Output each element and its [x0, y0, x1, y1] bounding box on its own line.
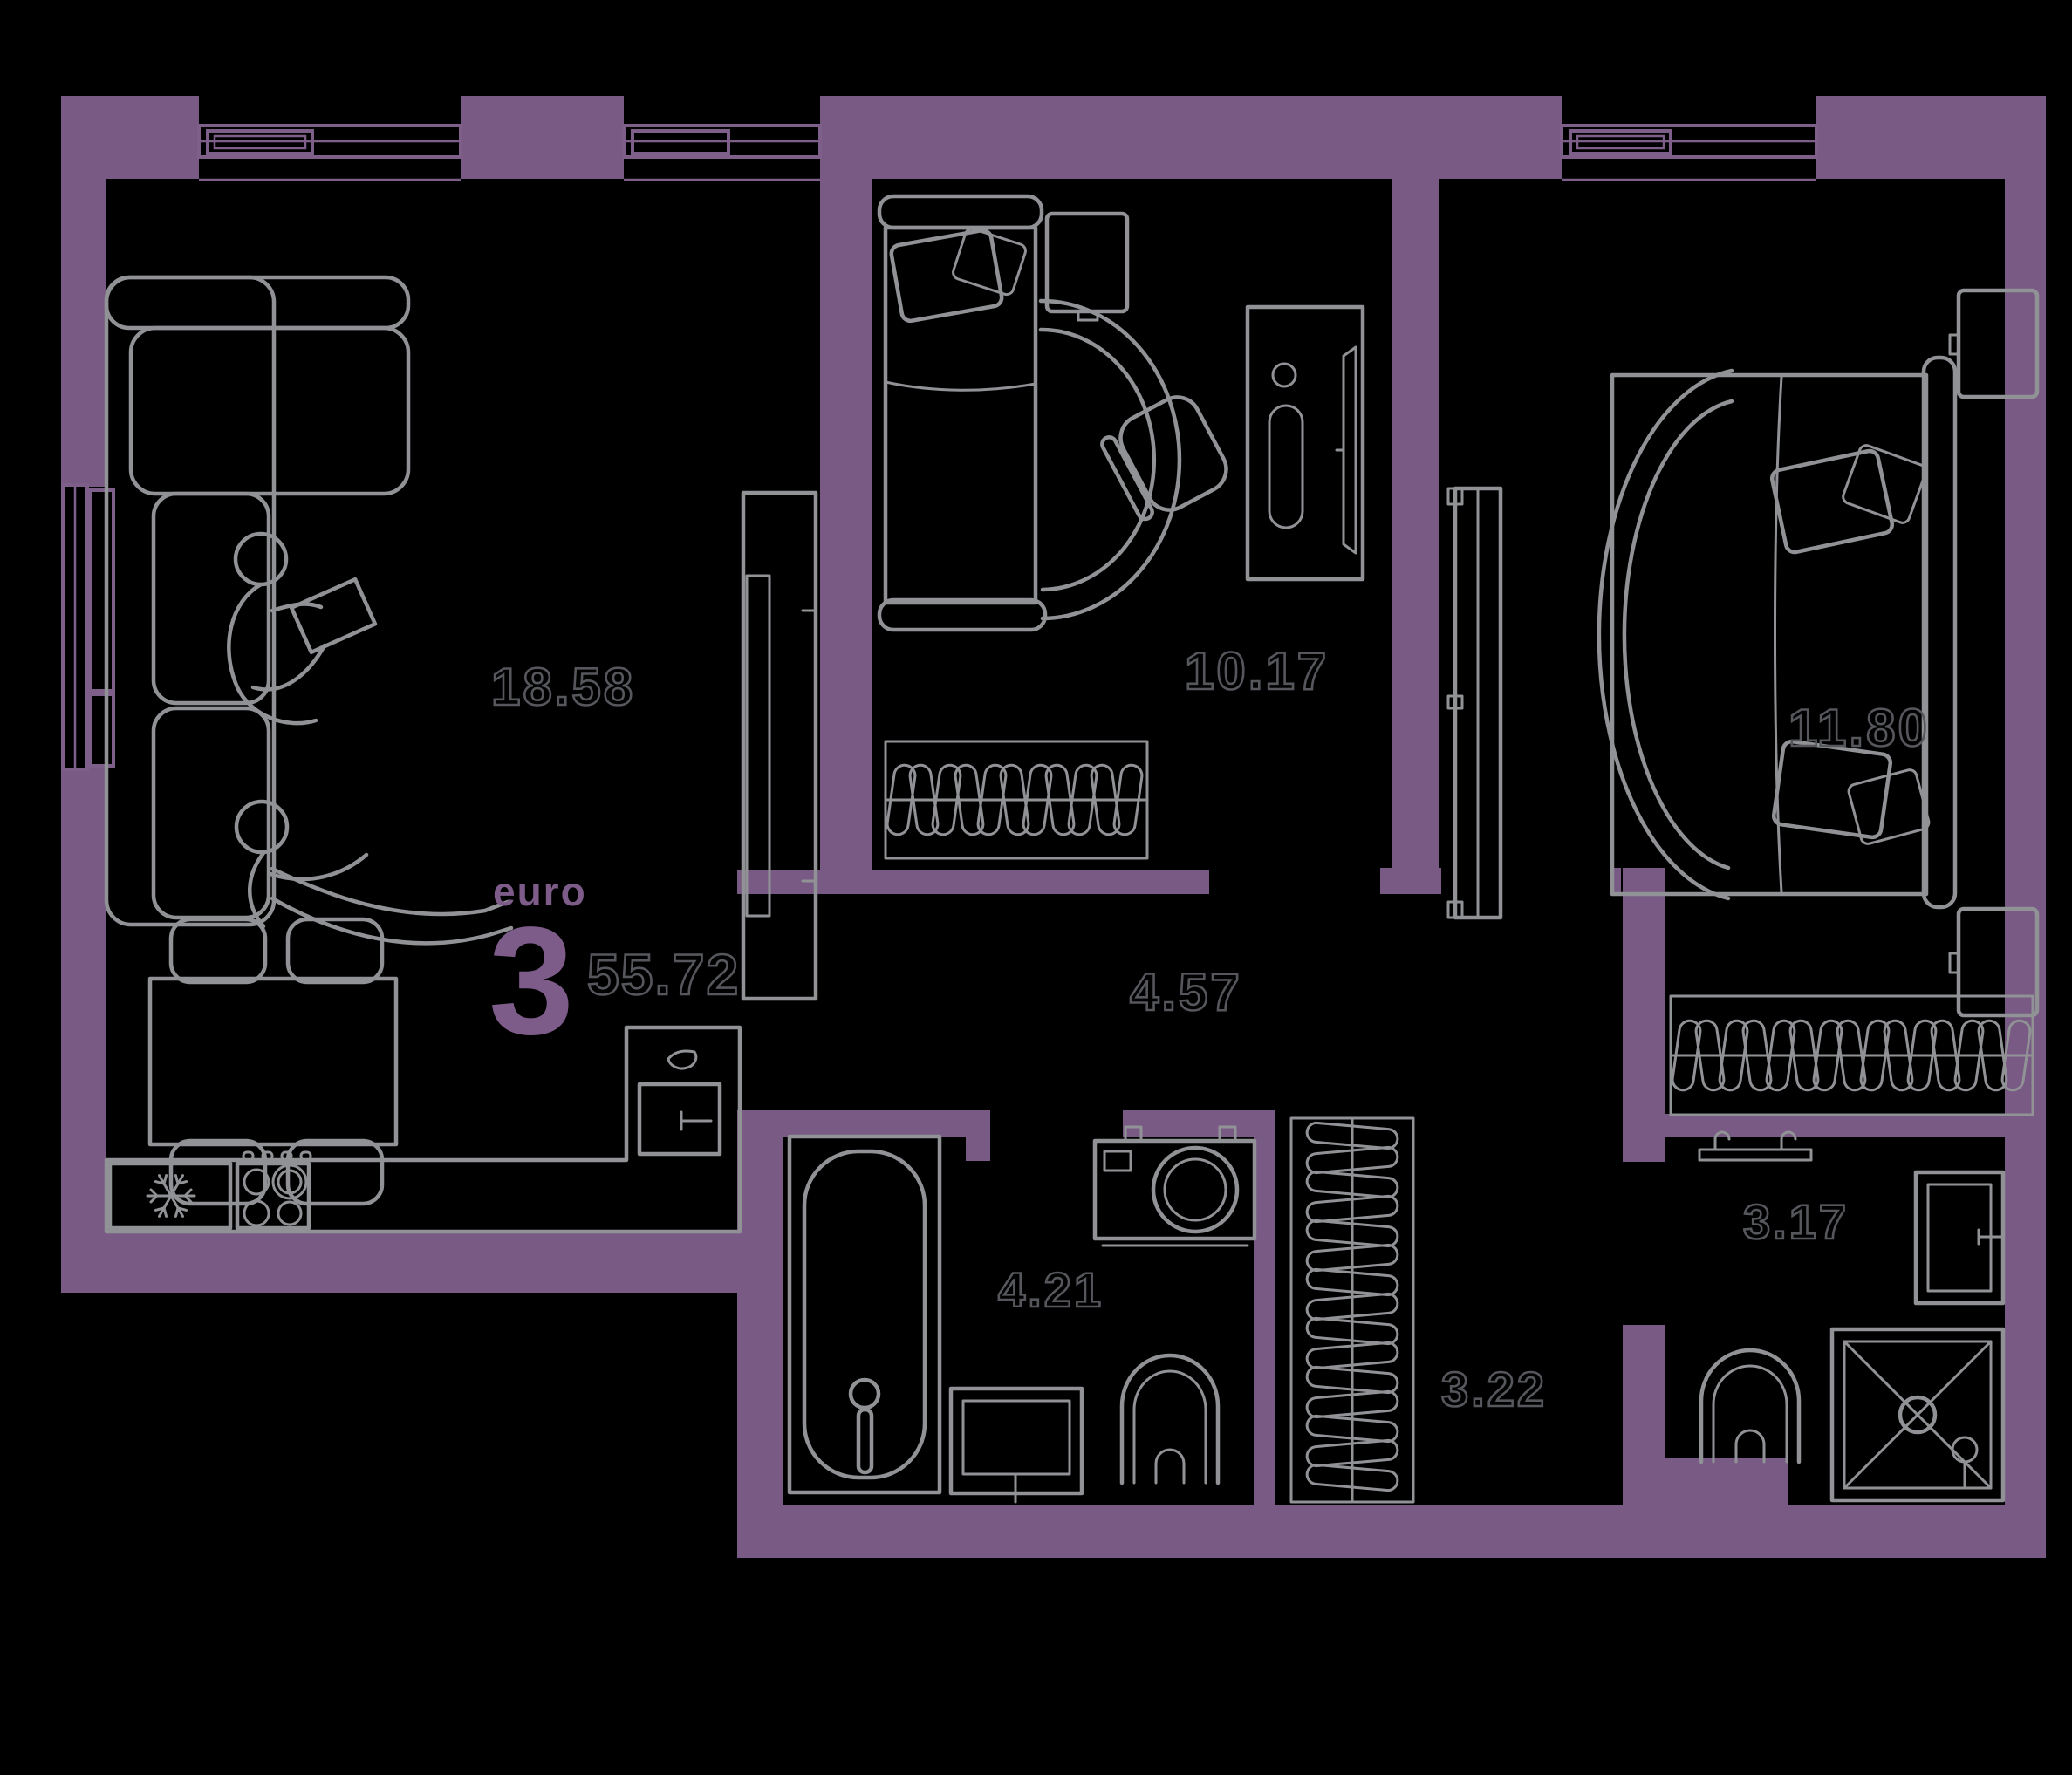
wall-bedroom1-bedroom2: [1392, 179, 1439, 868]
nightstand: [1948, 906, 2040, 1018]
door-bedroom1: [1202, 870, 1209, 894]
wall-bedroom2-showerwc: [1665, 1114, 2046, 1137]
nightstand: [1948, 288, 2040, 399]
unit-type-badge: euro 3 55.72: [489, 869, 740, 1067]
desk: [1245, 304, 1365, 582]
door-bathroom: [983, 1110, 990, 1137]
door-showerwc: [1623, 1155, 1665, 1162]
room-label-living-kitchen: 18.58: [491, 658, 635, 716]
room-label-bedroom-large: 11.80: [1788, 699, 1930, 757]
desk-chair: [1100, 395, 1228, 522]
base-cabinet: [637, 1082, 722, 1157]
toilet: [1699, 1348, 1802, 1464]
room-label-shower-wc: 3.17: [1743, 1194, 1849, 1249]
stove: [235, 1150, 312, 1231]
dining-chair: [285, 1138, 385, 1206]
room-label-hallway: 4.57: [1130, 963, 1242, 1021]
snowflake-icon: [146, 1174, 196, 1218]
nightstand: [1044, 211, 1130, 322]
drying-rack: [1289, 1116, 1415, 1504]
wardrobe: [1446, 486, 1503, 920]
fridge: [107, 1161, 233, 1231]
washbasin: [1913, 1170, 2006, 1306]
wall-bath-laundry: [1254, 1110, 1275, 1558]
unit-type-label: euro: [493, 869, 587, 914]
shower-cabin: [1829, 1327, 2006, 1503]
dining-table: [147, 917, 399, 1206]
windows: [61, 124, 1818, 771]
wall-hall-east-upper: [1623, 868, 1665, 1162]
window-living-left: [61, 483, 115, 771]
toilet: [1119, 1353, 1221, 1485]
towel-rail: [1698, 1130, 1813, 1162]
window-bedroom2-top: [1560, 124, 1818, 181]
dining-chair: [168, 917, 268, 985]
kitchen-sink: [667, 1049, 698, 1070]
wall-hall-east-lower: [1623, 1332, 1665, 1558]
pillow: [889, 228, 1004, 324]
walls: [61, 96, 2046, 1558]
room-label-bathroom: 4.21: [998, 1262, 1104, 1317]
single-bed: [877, 194, 1182, 632]
window-bedroom1-top: [622, 124, 822, 181]
wall-kitchen-bath: [737, 1110, 783, 1558]
kitchen-counter: [104, 1025, 742, 1234]
tv-panel: [741, 490, 818, 1001]
unit-rooms-count: 3: [489, 896, 574, 1067]
window-living-top: [197, 124, 462, 181]
room-label-bedroom-small: 10.17: [1185, 642, 1329, 700]
room-label-laundry: 3.22: [1441, 1362, 1547, 1417]
pillow: [1771, 739, 1893, 840]
bathtub: [787, 1134, 942, 1495]
washing-machine: [1092, 1125, 1257, 1247]
washbasin: [948, 1386, 1084, 1504]
total-area-label: 55.72: [587, 942, 740, 1007]
dining-chair: [285, 917, 385, 985]
pillow: [1769, 448, 1895, 555]
people-lounging: [227, 531, 514, 946]
wall-living-bedroom1: [820, 179, 872, 870]
double-bed: [1597, 355, 1958, 910]
wall-hall-bath-right: [1128, 1110, 1275, 1137]
radiator-bedroom1: [884, 740, 1149, 860]
radiator-bedroom2: [1669, 994, 2034, 1116]
corner-sofa: [104, 275, 411, 927]
